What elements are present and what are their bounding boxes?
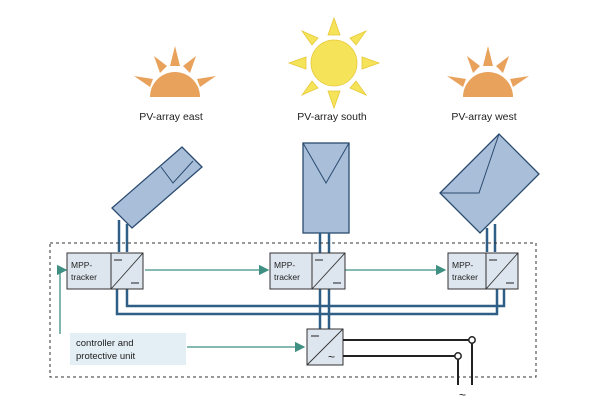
mpp-tracker-east: MPP- tracker bbox=[66, 252, 144, 290]
pv-panel-east bbox=[111, 146, 203, 229]
tracker-east-label-2: tracker bbox=[71, 272, 97, 282]
sun-south-icon bbox=[287, 16, 381, 110]
tracker-south-label-1: MPP- bbox=[274, 260, 295, 270]
tracker-east-label-1: MPP- bbox=[71, 260, 92, 270]
terminal-1-icon bbox=[468, 336, 476, 344]
mpp-tracker-south: MPP- tracker bbox=[269, 252, 346, 290]
terminal-2-icon bbox=[454, 352, 462, 360]
system-boundary bbox=[49, 242, 537, 378]
tracker-south-label-2: tracker bbox=[274, 272, 300, 282]
controller-label-2: protective unit bbox=[76, 351, 136, 362]
pv-panel-south bbox=[302, 142, 350, 234]
array-east-label: PV-array east bbox=[139, 111, 203, 123]
sun-west-icon bbox=[447, 46, 529, 97]
ac-output-lines bbox=[343, 339, 473, 385]
tracker-west-label-1: MPP- bbox=[452, 260, 473, 270]
grid-ac-symbol: ~ bbox=[459, 388, 466, 402]
inverter-ac-symbol: ~ bbox=[328, 350, 335, 364]
tracker-west-label-2: tracker bbox=[452, 272, 478, 282]
signal-lines bbox=[56, 264, 447, 353]
controller-label-1: controller and bbox=[76, 338, 134, 349]
dc-bus bbox=[115, 289, 506, 330]
pv-panel-west bbox=[439, 133, 540, 234]
inverter: ~ bbox=[306, 328, 344, 366]
mpp-tracker-west: MPP- tracker bbox=[447, 252, 519, 290]
sun-east-icon bbox=[134, 46, 216, 97]
array-south-label: PV-array south bbox=[297, 111, 367, 123]
controller-unit: controller and protective unit bbox=[70, 333, 186, 365]
array-west-label: PV-array west bbox=[451, 111, 516, 123]
